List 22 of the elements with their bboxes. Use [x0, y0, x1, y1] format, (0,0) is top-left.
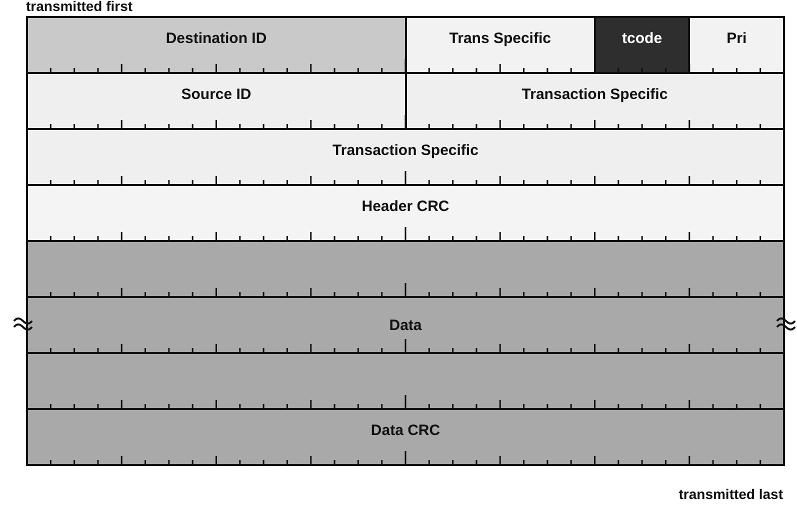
- field-label: Transaction Specific: [332, 142, 478, 158]
- field-label: Data: [389, 316, 422, 334]
- field-label: Source ID: [181, 86, 252, 102]
- transmission-order-note: transmitted first: [26, 0, 133, 14]
- packet-field: [404, 16, 596, 74]
- crc-field: [26, 184, 785, 242]
- packet-field: [26, 128, 785, 186]
- field-label: Trans Specific: [449, 30, 551, 46]
- field-label: tcode: [622, 30, 662, 46]
- packet-field: [594, 16, 690, 74]
- data-field: [26, 240, 785, 410]
- field-label: Data CRC: [370, 422, 440, 438]
- packet-field: [688, 16, 785, 74]
- packet-field: [26, 16, 406, 74]
- field-label: Pri: [726, 30, 747, 46]
- field-label: Destination ID: [166, 30, 267, 46]
- packet-field: [404, 72, 785, 130]
- packet-field: [26, 72, 406, 130]
- crc-field: [26, 408, 785, 466]
- field-label: Header CRC: [362, 198, 450, 214]
- field-label: Transaction Specific: [522, 86, 668, 102]
- transmission-order-note: transmitted last: [678, 486, 783, 502]
